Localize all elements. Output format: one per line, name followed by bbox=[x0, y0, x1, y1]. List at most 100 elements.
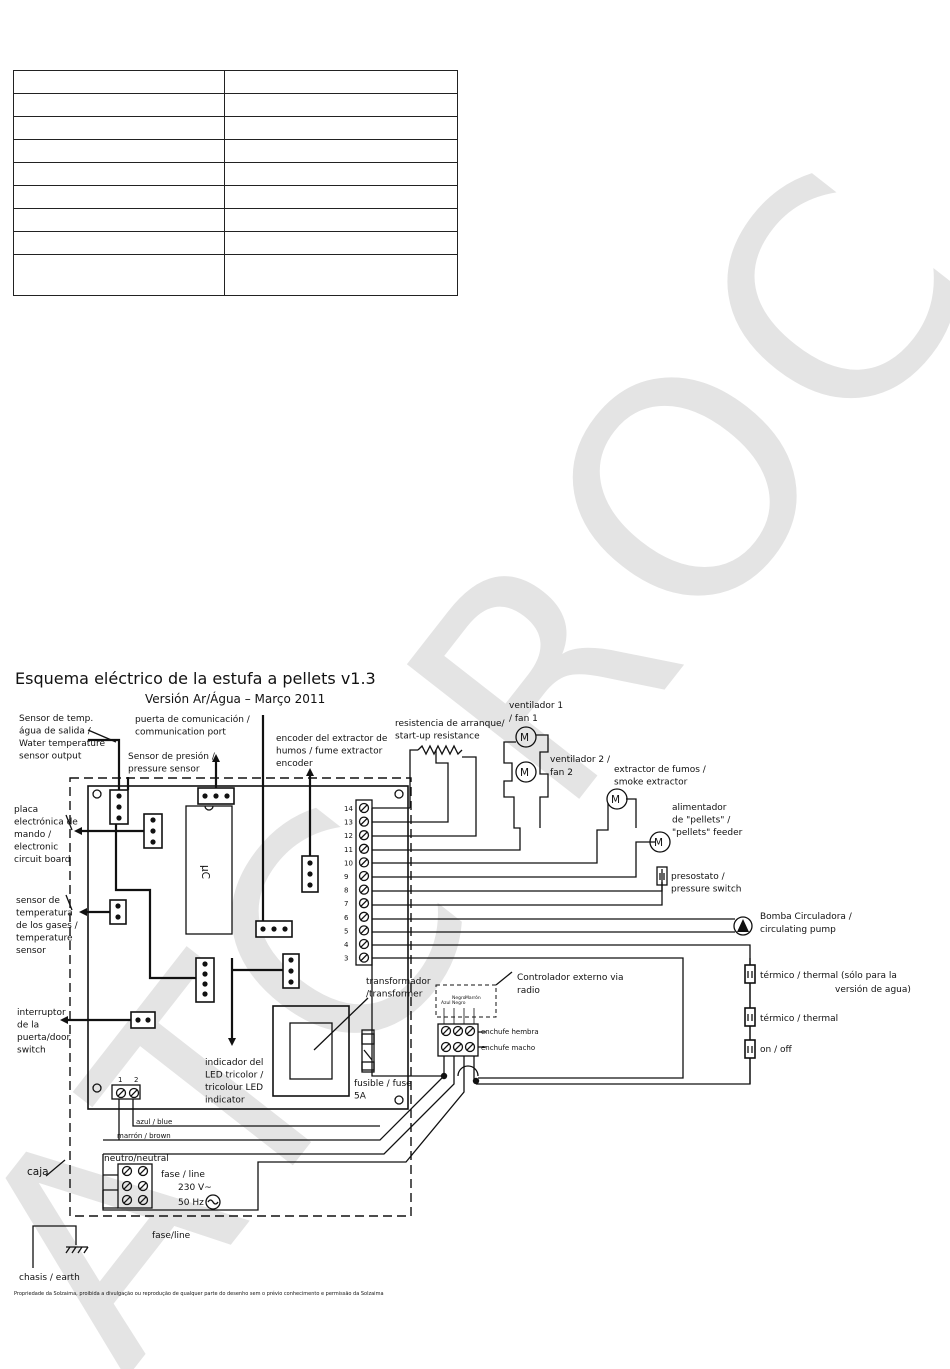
phase-bottom-label: fase/line bbox=[152, 1231, 191, 1241]
socket-male-label: enchufe macho bbox=[481, 1044, 535, 1052]
on-off-label: on / off bbox=[760, 1045, 792, 1055]
board-traces bbox=[60, 715, 314, 1046]
gas-sensor-label: sensor de bbox=[16, 896, 60, 906]
table-cell bbox=[224, 116, 458, 140]
thermal-switches bbox=[744, 958, 756, 1084]
mount-hole bbox=[394, 1095, 404, 1105]
led-indicator-label: LED tricolor / bbox=[205, 1071, 264, 1081]
mount-hole bbox=[92, 789, 102, 799]
pressure-switch-label: pressure switch bbox=[671, 885, 741, 895]
board-label: circuit board bbox=[14, 855, 70, 865]
labels: Sensor de temp.água de salida /Water tem… bbox=[14, 701, 911, 1297]
remote-wire-label: Negro bbox=[452, 995, 466, 1001]
extractor-motor: M bbox=[611, 794, 620, 806]
fuse bbox=[361, 1029, 375, 1071]
neutral-label: neutro/neutral bbox=[104, 1154, 169, 1164]
table-row bbox=[13, 162, 458, 186]
terminal-number: 6 bbox=[344, 914, 349, 922]
table-cell bbox=[13, 254, 225, 296]
fan1-label: / fan 1 bbox=[509, 714, 538, 724]
board-label: placa bbox=[14, 805, 38, 815]
terminal-number: 11 bbox=[344, 846, 353, 854]
power-terminal-12 bbox=[111, 1084, 141, 1100]
door-switch-label: de la bbox=[17, 1021, 39, 1031]
table-cell bbox=[13, 185, 225, 209]
transformer-label: transformador bbox=[366, 977, 431, 987]
voltage-label: 230 V~ bbox=[178, 1183, 212, 1193]
start-resistance-label: start-up resistance bbox=[395, 732, 480, 742]
remote-controller-label: radio bbox=[517, 986, 540, 996]
door-switch-label: puerta/door bbox=[17, 1033, 70, 1043]
blue-wire-label: azul / blue bbox=[136, 1118, 172, 1126]
terminal-number: 4 bbox=[344, 941, 349, 949]
start-resistance-label: resistencia de arranque/ bbox=[395, 719, 506, 729]
transformer bbox=[272, 1005, 350, 1097]
power-screws bbox=[115, 1087, 149, 1206]
gas-sensor-label: temperature bbox=[16, 934, 73, 944]
fan2-label: ventilador 2 / bbox=[550, 755, 611, 765]
feeder-motor: M bbox=[654, 837, 663, 849]
smoke-extractor-label: extractor de fumos / bbox=[614, 765, 707, 775]
table-row bbox=[13, 185, 458, 209]
microcontroller-notch bbox=[204, 805, 214, 811]
pressure-sensor-label: pressure sensor bbox=[128, 765, 200, 775]
pin-1-label: 1 bbox=[118, 1076, 122, 1084]
terminal-number: 12 bbox=[344, 832, 353, 840]
table-row bbox=[13, 254, 458, 296]
remote-receiver bbox=[435, 984, 497, 1018]
transformer-core bbox=[289, 1022, 333, 1080]
terminal-number: 8 bbox=[344, 887, 348, 895]
circulating-pump-label: Bomba Circuladora / bbox=[760, 912, 853, 922]
earth-wire bbox=[32, 1225, 77, 1268]
smoke-extractor-label: smoke extractor bbox=[614, 778, 688, 788]
table-row bbox=[13, 208, 458, 232]
water-temp-sensor-label: água de salida / bbox=[19, 727, 92, 737]
circulating-pump-label: circulating pump bbox=[760, 925, 836, 935]
thermal-water-label: versión de agua) bbox=[835, 984, 911, 995]
pin-2-label: 2 bbox=[134, 1076, 138, 1084]
transformer-pointer bbox=[313, 997, 369, 1051]
table-cell bbox=[13, 93, 225, 117]
remote-plug bbox=[437, 1023, 479, 1057]
case-outline bbox=[69, 777, 412, 1217]
table-cell bbox=[13, 231, 225, 255]
remote-wire-label: Marrón bbox=[465, 994, 481, 1001]
start-resistance bbox=[417, 744, 463, 756]
terminal-number: 7 bbox=[344, 900, 348, 908]
table-row bbox=[13, 139, 458, 163]
diagram-subtitle: Versión Ar/Água – Março 2011 bbox=[145, 691, 325, 706]
terminal-number: 3 bbox=[344, 955, 348, 963]
microcontroller bbox=[185, 805, 233, 935]
led-indicator-label: tricolour LED bbox=[205, 1083, 263, 1093]
pellet-feeder-label: "pellets" feeder bbox=[672, 828, 743, 838]
table-cell bbox=[224, 185, 458, 209]
table-cell bbox=[224, 231, 458, 255]
diagram-title: Esquema eléctrico de la estufa a pellets… bbox=[15, 669, 376, 688]
mount-hole bbox=[394, 789, 404, 799]
water-temp-sensor-label: Sensor de temp. bbox=[19, 714, 93, 724]
motors bbox=[515, 726, 671, 853]
ac-symbol bbox=[205, 1194, 221, 1210]
fan1-motor: M bbox=[520, 732, 529, 744]
terminal-number: 5 bbox=[344, 927, 348, 935]
table-cell bbox=[13, 162, 225, 186]
thermal-water-label: térmico / thermal (sólo para la bbox=[760, 970, 897, 981]
thermal-label: térmico / thermal bbox=[760, 1013, 838, 1024]
table-cell bbox=[13, 208, 225, 232]
fuse-label: fusible / fuse bbox=[354, 1079, 412, 1089]
board-label: electronic bbox=[14, 843, 58, 853]
mains-terminal bbox=[117, 1163, 153, 1209]
pressure-sensor-label: Sensor de presión / bbox=[128, 751, 216, 762]
board-label: mando / bbox=[14, 830, 52, 840]
led-indicator-label: indicador del bbox=[205, 1058, 263, 1068]
remote-wires bbox=[102, 808, 480, 1211]
remote-controller-label: Controlador externo via bbox=[517, 973, 624, 983]
table-row bbox=[13, 231, 458, 255]
plug-screws bbox=[440, 1025, 476, 1053]
footer-note: Propriedade da Solzaima, proibida a divu… bbox=[14, 1290, 384, 1297]
remote-wire-label: Azul bbox=[441, 1000, 451, 1006]
comm-port-label: puerta de comunicación / bbox=[135, 714, 251, 725]
water-temp-sensor-label: sensor output bbox=[19, 752, 82, 762]
earth-icon bbox=[65, 1246, 89, 1254]
